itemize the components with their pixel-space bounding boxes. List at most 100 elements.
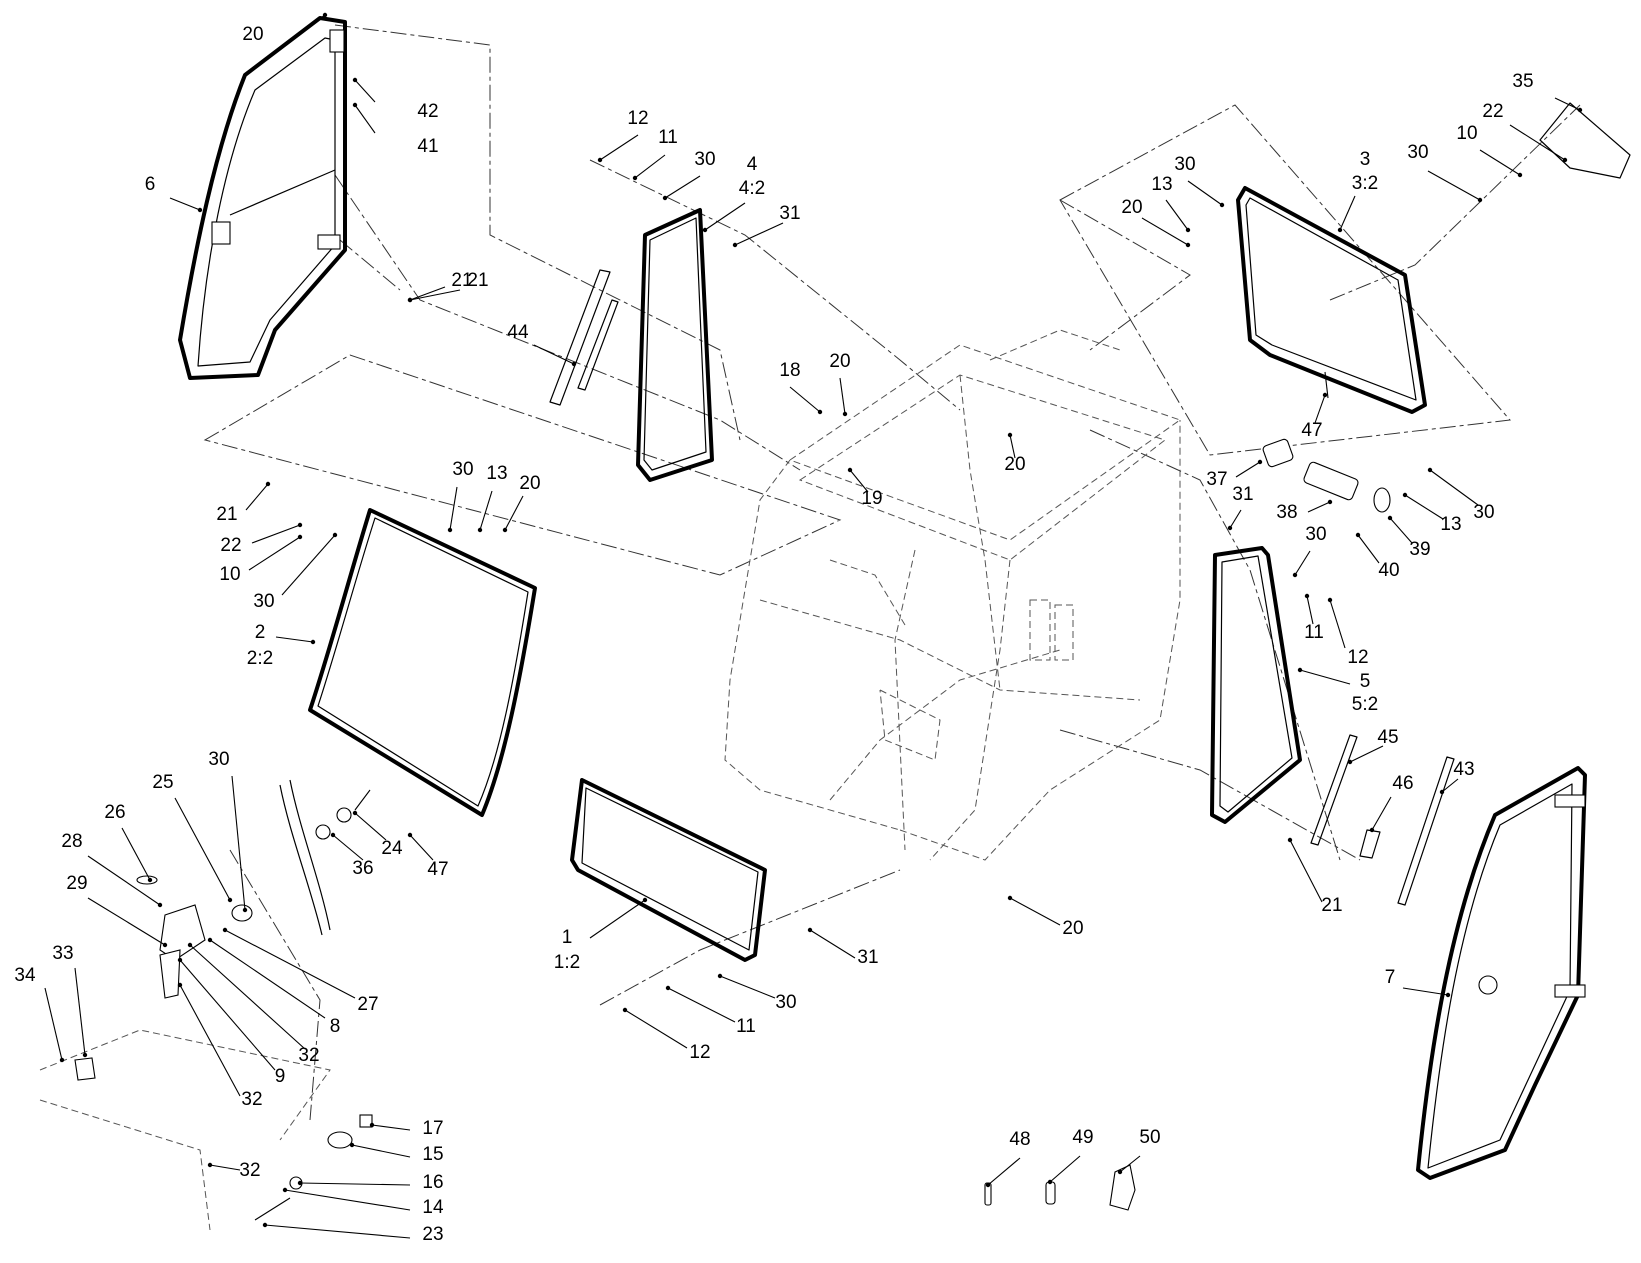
right-side-window — [1210, 546, 1302, 824]
part-callout-label: 30 — [208, 749, 229, 770]
part-37-shape — [1262, 438, 1294, 468]
part-callout-label: 36 — [352, 858, 373, 879]
hardware-point — [1402, 492, 1408, 498]
cab-slot-2 — [1054, 604, 1074, 661]
part-callout-label: 5 — [1360, 671, 1371, 692]
assembly-line-hinge — [229, 849, 321, 1121]
part-25-shape — [231, 904, 253, 922]
hardware-point — [262, 1222, 268, 1228]
rear-hardware — [1262, 371, 1391, 513]
part-callout-label: 1 — [562, 927, 573, 948]
callout-leader-line — [299, 1182, 411, 1186]
part-callout-label: 49 — [1072, 1127, 1093, 1148]
part-callout-label: 43 — [1453, 759, 1474, 780]
hardware-point — [665, 985, 671, 991]
left-door-glass — [178, 16, 347, 380]
callout-leader-line — [44, 987, 63, 1061]
hardware-point — [227, 897, 233, 903]
callout-leader-line — [1235, 461, 1261, 478]
assembly-line-door-21 — [339, 239, 401, 291]
callout-leader-line — [1357, 534, 1380, 564]
part-callout-label: 32 — [298, 1045, 319, 1066]
hardware-point — [147, 877, 153, 883]
hardware-point — [597, 157, 603, 163]
strip-44-shape-2 — [577, 299, 619, 391]
hardware-point — [1117, 1169, 1123, 1175]
callout-leader-line — [1479, 149, 1521, 176]
hardware-point — [1327, 499, 1333, 505]
front-window-glass — [308, 508, 537, 817]
hardware-point — [642, 897, 648, 903]
callout-leader-line — [1289, 839, 1323, 903]
callout-leader-line — [1441, 778, 1459, 793]
left-door-latch — [211, 221, 231, 245]
part-callout-label: 21 — [451, 270, 472, 291]
part-callout-label: 37 — [1206, 469, 1227, 490]
part-callout-label: 13 — [1151, 174, 1172, 195]
hardware-point — [407, 297, 413, 303]
hardware-point — [207, 1162, 213, 1168]
callout-leader-line — [1402, 987, 1449, 996]
hardware-point — [1219, 202, 1225, 208]
part-callout-label: 21 — [467, 270, 488, 291]
part-callout-label: 47 — [427, 859, 448, 880]
left-door-crossbar — [229, 169, 336, 216]
hardware-point — [477, 527, 483, 533]
part-callout-label: 12 — [689, 1042, 710, 1063]
part-callout-label: 30 — [694, 149, 715, 170]
callout-leader-line — [479, 490, 493, 531]
hardware-point — [1387, 515, 1393, 521]
strip-45-shape — [1310, 734, 1358, 846]
part-callout-label: 22 — [1482, 101, 1503, 122]
right-door-seal — [1427, 783, 1573, 1169]
cab-frame — [724, 329, 1182, 861]
callout-leader-line — [734, 222, 784, 246]
hardware-point — [702, 227, 708, 233]
part-callout-label: 20 — [1121, 197, 1142, 218]
part-callout-label: 4 — [747, 154, 758, 175]
right-door-glass — [1416, 766, 1587, 1180]
part-35-shape — [1539, 102, 1631, 179]
cab-lower-ghost-2 — [39, 1099, 211, 1231]
part-callout-label: 26 — [104, 802, 125, 823]
part-callout-label: 28 — [61, 831, 82, 852]
part-callout-label: 23 — [422, 1224, 443, 1245]
assembly-line-rear-inner — [1059, 199, 1191, 351]
callout-leader-line — [354, 104, 376, 134]
hardware-point — [369, 1122, 375, 1128]
hardware-point — [1369, 827, 1375, 833]
part-callout-label: 30 — [1473, 502, 1494, 523]
callout-leader-line — [74, 967, 86, 1056]
callout-leader-line — [248, 536, 301, 571]
callout-leader-line — [354, 79, 376, 103]
hardware-point — [1227, 525, 1233, 531]
hardware-point — [407, 832, 413, 838]
assembly-line-door-top — [334, 24, 741, 441]
callout-leader-line — [209, 939, 326, 1019]
part-callout-label: 10 — [1456, 123, 1477, 144]
callout-leader-line — [1049, 1155, 1081, 1183]
part-callout-label: 12 — [1347, 647, 1368, 668]
hardware-point — [1327, 597, 1333, 603]
part-callout-label: 50 — [1139, 1127, 1160, 1148]
hardware-point — [1577, 107, 1583, 113]
callout-leader-line — [1509, 124, 1566, 161]
callout-leader-line — [189, 944, 306, 1050]
callout-leader-line — [1314, 394, 1326, 424]
part-callout-label: 1:2 — [554, 952, 580, 973]
callout-leader-line — [1119, 1155, 1141, 1173]
part-callout-label: 20 — [829, 351, 850, 372]
part-callout-label: 8 — [330, 1016, 341, 1037]
part-callout-label: 35 — [1512, 71, 1533, 92]
lower-front-window-seal — [581, 787, 759, 951]
part-callout-label: 21 — [216, 504, 237, 525]
hardware-point — [59, 1057, 65, 1063]
part-50-shape — [1109, 1164, 1136, 1211]
callout-leader-line — [409, 289, 461, 301]
callout-leader-line — [1009, 897, 1061, 926]
callout-leader-line — [224, 929, 356, 999]
callout-leader-line — [789, 386, 821, 413]
part-callout-label: 45 — [1377, 727, 1398, 748]
callout-leader-line — [179, 984, 241, 1097]
part-callout-label: 30 — [1407, 142, 1428, 163]
